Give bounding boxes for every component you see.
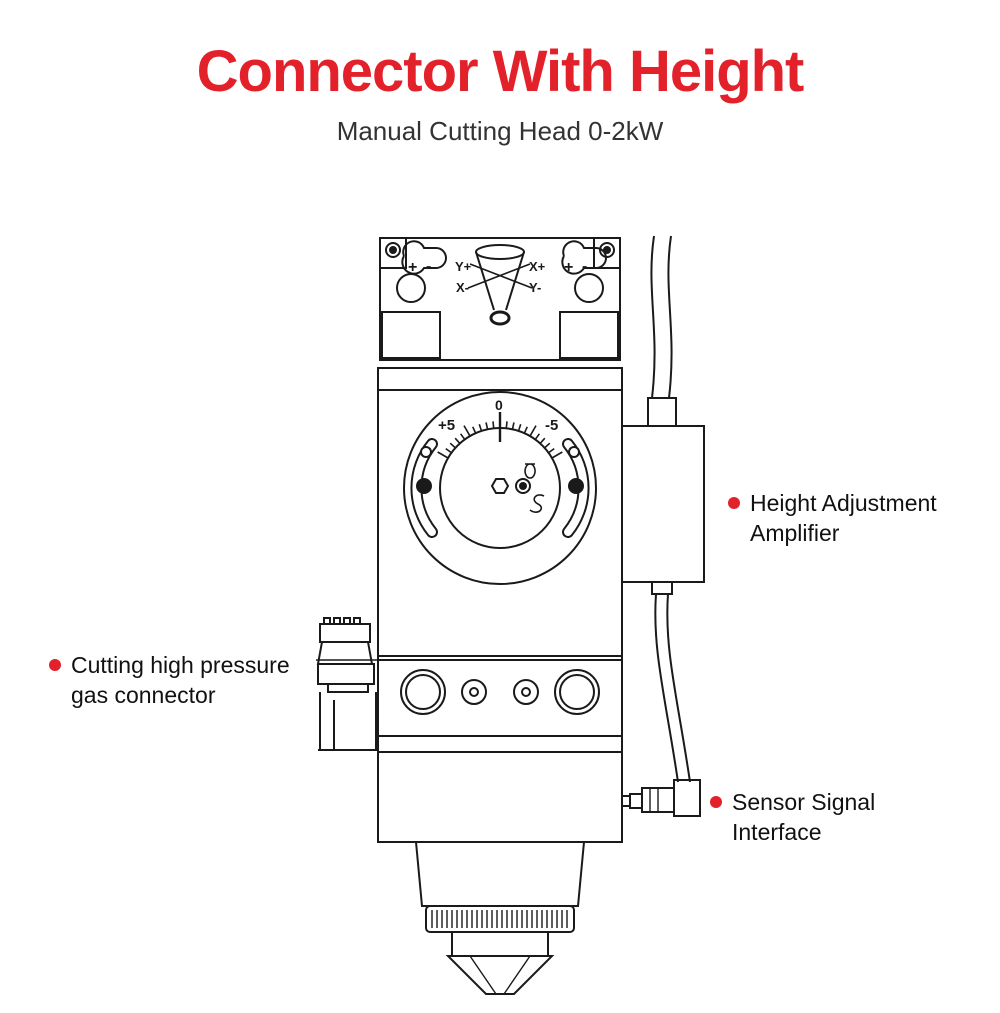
sensor-interface xyxy=(622,779,701,817)
callout-amplifier-line1: Height Adjustment xyxy=(750,490,937,516)
gas-connector xyxy=(316,617,378,751)
mark-minus-left: - xyxy=(426,258,431,275)
callout-gas-line1: Cutting high pressure xyxy=(71,652,290,678)
callout-gas: Cutting high pressure gas connector xyxy=(49,650,290,710)
height-amplifier xyxy=(621,397,705,595)
dial-tick xyxy=(485,422,489,430)
dial-ticks xyxy=(437,416,563,459)
dial-tick xyxy=(472,426,477,434)
callout-sensor-line2: Interface xyxy=(732,819,822,845)
dial-tick xyxy=(548,447,555,454)
dial-tick xyxy=(492,421,495,429)
callout-sensor-line1: Sensor Signal xyxy=(732,789,876,815)
callout-amplifier-line2: Amplifier xyxy=(750,520,840,546)
mark-x-plus: X+ xyxy=(529,259,546,274)
nozzle-assembly xyxy=(377,751,623,995)
dial-tick xyxy=(551,451,563,459)
mark-y-minus: Y- xyxy=(529,280,541,295)
dial-labels: +5 0 -5 xyxy=(438,397,558,434)
focus-dial[interactable] xyxy=(403,391,597,585)
dial-tick xyxy=(478,424,483,432)
dial-label-minus5: -5 xyxy=(545,417,558,434)
dial-tick xyxy=(454,437,461,444)
xy-marks: Y+ X+ X- Y- + - + - xyxy=(408,258,587,295)
dial-tick xyxy=(445,447,452,454)
mark-plus-right: + xyxy=(564,259,573,276)
callout-amplifier: Height Adjustment Amplifier xyxy=(728,488,937,548)
dial-tick xyxy=(459,433,466,440)
dial-label-zero: 0 xyxy=(495,397,503,413)
dial-tick xyxy=(511,422,515,430)
callout-gas-line2: gas connector xyxy=(71,682,216,708)
callout-dot xyxy=(710,796,722,808)
dial-label-plus5: +5 xyxy=(438,417,455,434)
page-title: Connector With Height xyxy=(196,39,805,104)
page-subtitle: Manual Cutting Head 0-2kW xyxy=(336,116,664,146)
dial-tick xyxy=(449,442,456,449)
mark-y-plus: Y+ xyxy=(455,259,472,274)
dial-tick xyxy=(437,451,449,459)
dial-tick xyxy=(529,425,537,437)
dial-tick xyxy=(517,424,522,432)
dial-tick xyxy=(539,437,546,444)
signal-cable xyxy=(650,235,691,783)
mark-x-minus: X- xyxy=(456,280,469,295)
callout-dot xyxy=(49,659,61,671)
knurl-pattern xyxy=(431,910,568,928)
dial-tick xyxy=(544,442,551,449)
dial-tick xyxy=(463,425,471,437)
dial-tick xyxy=(523,426,528,434)
dial-tick xyxy=(505,421,508,429)
dial-tick xyxy=(534,433,541,440)
lower-band xyxy=(377,655,623,753)
mark-minus-right: - xyxy=(582,258,587,275)
callout-dot xyxy=(728,497,740,509)
top-bracket xyxy=(379,237,621,361)
mark-plus-left: + xyxy=(408,259,417,276)
callout-sensor: Sensor Signal Interface xyxy=(710,787,875,847)
